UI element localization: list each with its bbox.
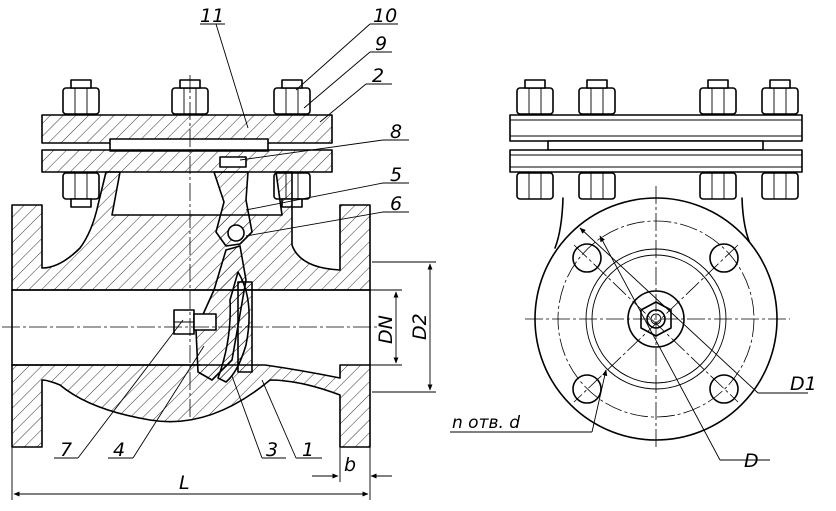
callout-5: 5 — [390, 164, 402, 186]
bolt-hole-br — [709, 374, 739, 404]
dim-b: b — [344, 454, 356, 476]
callout-labels: 11 10 9 2 8 5 6 7 4 3 1 — [60, 5, 402, 461]
callout-leaders — [54, 23, 409, 459]
side-body-flange — [509, 149, 803, 173]
hinge-pin — [227, 224, 245, 242]
dim-D1: D1 — [790, 373, 817, 395]
callout-11: 11 — [200, 5, 224, 27]
dim-D2: D2 — [409, 313, 431, 340]
callout-9: 9 — [375, 33, 387, 55]
callout-10: 10 — [373, 5, 397, 27]
pin-plug — [219, 156, 247, 168]
side-bolts — [516, 79, 799, 200]
valve-body — [11, 171, 371, 291]
bolt-hole-tl — [572, 243, 602, 273]
dim-L: L — [179, 472, 190, 494]
body-top-flange — [41, 149, 333, 173]
side-view — [509, 79, 803, 448]
dim-holes: n отв. d — [452, 413, 520, 433]
front-section-view — [2, 75, 380, 448]
dim-D: D — [744, 450, 759, 472]
valve-body-lower — [11, 364, 371, 448]
callout-7: 7 — [60, 439, 72, 461]
bolt-hole-bl — [572, 374, 602, 404]
bolt-hole-tr — [709, 243, 739, 273]
callout-4: 4 — [113, 439, 125, 461]
dim-DN: DN — [375, 315, 397, 344]
side-cover-plate — [509, 114, 803, 142]
callout-6: 6 — [390, 193, 402, 215]
callout-1: 1 — [302, 439, 314, 461]
callout-3: 3 — [266, 439, 278, 461]
side-dimension-leaders — [450, 227, 808, 461]
callout-8: 8 — [390, 121, 402, 143]
callout-2: 2 — [372, 65, 384, 87]
front-dimensions — [11, 261, 436, 500]
